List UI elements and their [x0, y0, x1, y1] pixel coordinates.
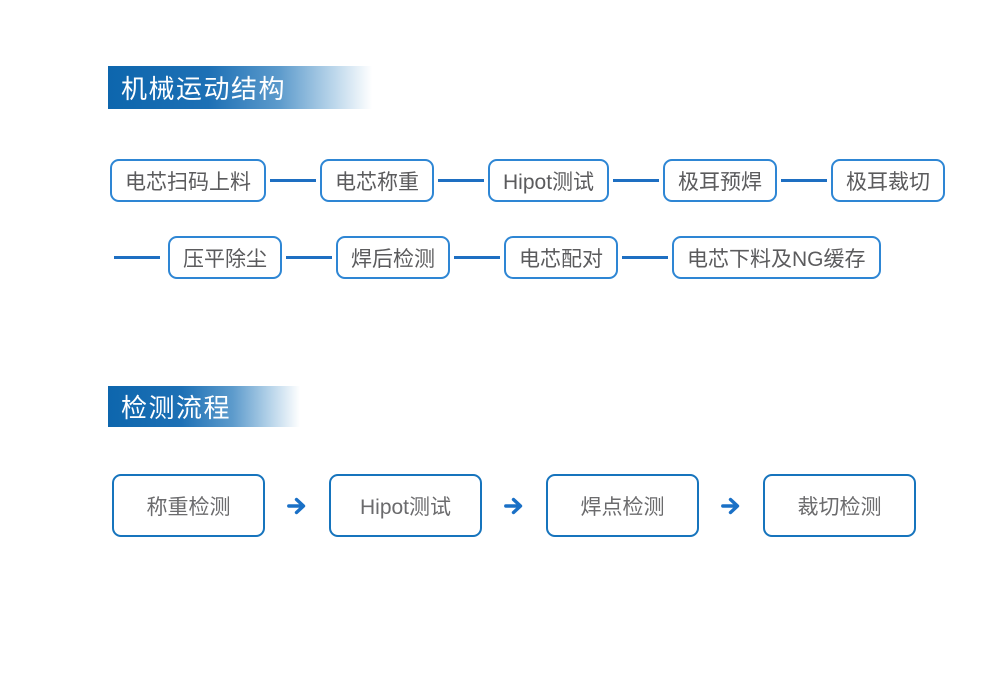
connector-line	[286, 256, 332, 259]
mechanical-flow-row-2: 压平除尘 焊后检测 电芯配对 电芯下料及NG缓存	[114, 236, 881, 279]
inspection-step-box: 裁切检测	[763, 474, 916, 537]
section-title-mechanical: 机械运动结构	[121, 74, 287, 104]
mechanical-step-box: 电芯下料及NG缓存	[672, 236, 881, 279]
inspection-flow-row: 称重检测 Hipot测试 焊点检测 裁切检测	[112, 474, 916, 537]
connector-line	[622, 256, 668, 259]
connector-line	[270, 179, 316, 182]
mechanical-flow-row-1: 电芯扫码上料 电芯称重 Hipot测试 极耳预焊 极耳裁切	[110, 159, 946, 202]
connector-line	[454, 256, 500, 259]
flow-arrow-icon	[287, 497, 307, 515]
flow-arrow-icon	[721, 497, 741, 515]
mechanical-step-box: 焊后检测	[336, 236, 450, 279]
inspection-step-box: 称重检测	[112, 474, 265, 537]
mechanical-step-box: 电芯扫码上料	[110, 159, 266, 202]
inspection-step-box: 焊点检测	[546, 474, 699, 537]
connector-line	[781, 179, 828, 182]
mechanical-step-box: Hipot测试	[488, 159, 610, 202]
connector-line	[114, 256, 160, 259]
mechanical-step-box: 电芯称重	[320, 159, 434, 202]
section-title-inspection: 检测流程	[121, 393, 232, 423]
mechanical-step-box: 压平除尘	[168, 236, 282, 279]
mechanical-step-box: 极耳裁切	[831, 159, 946, 202]
mechanical-step-box: 极耳预焊	[663, 159, 778, 202]
inspection-step-box: Hipot测试	[329, 474, 482, 537]
mechanical-step-box: 电芯配对	[504, 236, 618, 279]
section-header-mechanical: 机械运动结构	[108, 66, 372, 109]
flow-arrow-icon	[504, 497, 524, 515]
connector-line	[613, 179, 660, 182]
section-header-inspection: 检测流程	[108, 386, 300, 427]
connector-line	[438, 179, 484, 182]
